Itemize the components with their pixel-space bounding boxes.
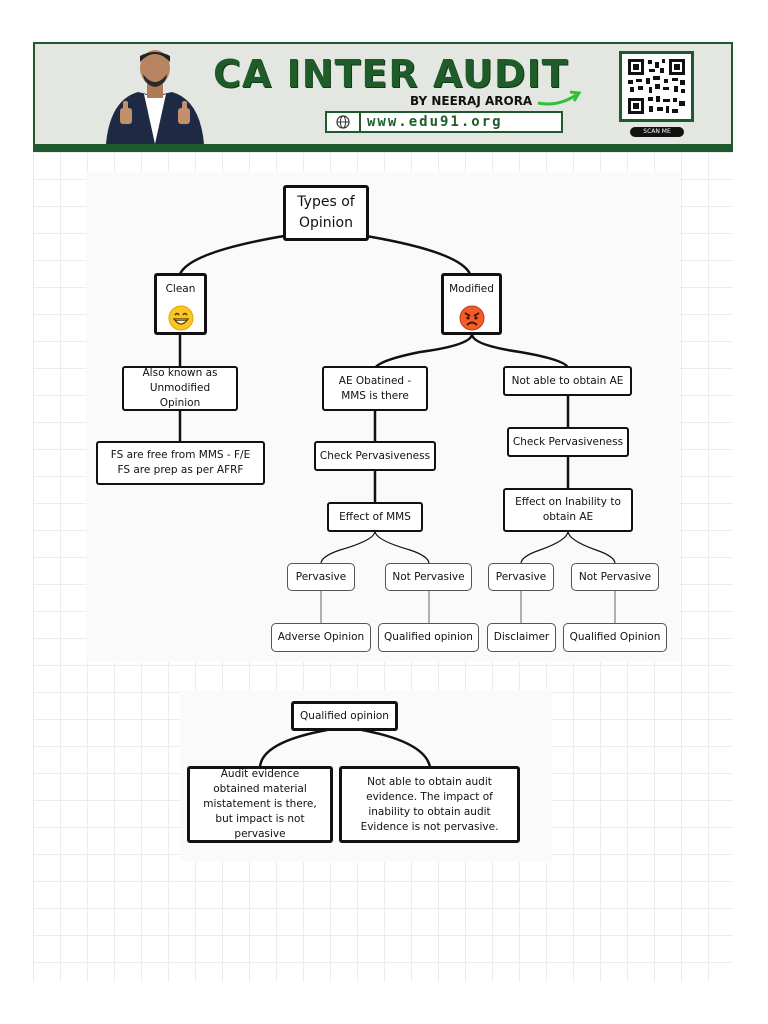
fs-free-node: FS are free from MMS - F/E FS are prep a…: [96, 441, 265, 485]
clean-node: Clean: [154, 273, 207, 335]
modified-label: Modified: [449, 283, 494, 295]
right-pervasive-node: Pervasive: [488, 563, 554, 591]
grinning-face-icon: [168, 305, 194, 336]
not-able-node: Not able to obtain AE: [503, 366, 632, 396]
banner-byline: BY NEERAJ ARORA: [410, 94, 533, 108]
instructor-photo: [100, 48, 210, 148]
clean-label: Clean: [165, 283, 196, 295]
left-pervasive-node: Pervasive: [287, 563, 355, 591]
qualified-opinion-right-node: Qualified Opinion: [563, 623, 667, 652]
ae-obtained-node: AE Obatined - MMS is there: [322, 366, 428, 411]
modified-node: Modified: [441, 273, 502, 335]
right-not-pervasive-node: Not Pervasive: [571, 563, 659, 591]
banner-bottom-bar: [33, 144, 733, 152]
disclaimer-node: Disclaimer: [487, 623, 556, 652]
check-pervasiveness-left-node: Check Pervasiveness: [314, 441, 436, 471]
swoosh-arrow-icon: [536, 89, 582, 111]
qualified-opinion-left-node: Qualified opinion: [378, 623, 479, 652]
effect-of-mms-node: Effect of MMS: [327, 502, 423, 532]
qualified-right-node: Not able to obtain audit evidence. The i…: [339, 766, 520, 843]
scan-me-label: SCAN ME: [630, 127, 684, 137]
qr-code[interactable]: [619, 51, 694, 122]
website-url: www.edu91.org: [367, 114, 503, 130]
also-known-node: Also known as Unmodified Opinion: [122, 366, 238, 411]
types-of-opinion-node: Types of Opinion: [283, 185, 369, 241]
left-not-pervasive-node: Not Pervasive: [385, 563, 472, 591]
globe-icon: [327, 113, 361, 131]
website-link[interactable]: www.edu91.org: [325, 111, 563, 133]
check-pervasiveness-right-node: Check Pervasiveness: [507, 427, 629, 457]
effect-on-inability-node: Effect on Inability to obtain AE: [503, 488, 633, 532]
qualified-left-node: Audit evidence obtained material mistate…: [187, 766, 333, 843]
qualified-opinion-root-node: Qualified opinion: [291, 701, 398, 731]
angry-face-icon: [459, 305, 485, 336]
adverse-opinion-node: Adverse Opinion: [271, 623, 371, 652]
banner-title: CA INTER AUDIT: [213, 52, 569, 96]
